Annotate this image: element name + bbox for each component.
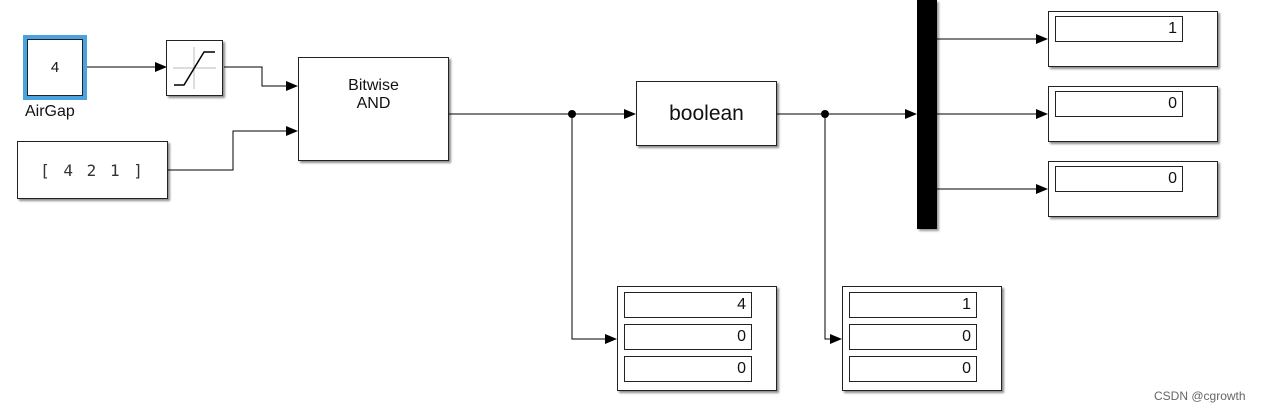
display-2-value: 0: [1055, 91, 1183, 117]
watermark: CSDN @cgrowth: [1154, 389, 1246, 403]
conversion-type-label: boolean: [669, 101, 744, 125]
constant-value: 4: [50, 59, 60, 76]
display-bottom-left-row-1: 4: [624, 292, 752, 318]
display-block-2[interactable]: 0: [1048, 86, 1218, 142]
display-block-bottom-right[interactable]: 1 0 0: [842, 286, 1002, 391]
wire-branch-to-display-bottom-left[interactable]: [571, 114, 617, 344]
constant-block-name: AirGap: [25, 103, 75, 120]
branch-point-2: [821, 110, 829, 118]
display-bottom-left-row-2: 0: [624, 324, 752, 350]
branch-point-1: [568, 110, 576, 118]
demux-block[interactable]: [917, 0, 937, 229]
saturation-icon: [173, 47, 216, 89]
saturation-block[interactable]: [166, 40, 223, 96]
display-block-1[interactable]: 1: [1048, 11, 1218, 67]
constant-block[interactable]: 4: [23, 35, 87, 100]
vector-constant-block[interactable]: [ 4 2 1 ]: [17, 141, 168, 199]
vector-constant-value: [ 4 2 1 ]: [40, 160, 145, 180]
display-block-3[interactable]: 0: [1048, 161, 1218, 217]
wire-branch-to-display-bottom-right[interactable]: [824, 114, 842, 344]
wire-vector-to-bitwise[interactable]: [168, 126, 298, 171]
display-3-value: 0: [1055, 166, 1183, 192]
display-1-value: 1: [1055, 16, 1183, 42]
wire-saturation-to-bitwise[interactable]: [224, 66, 298, 91]
display-bottom-right-row-1: 1: [849, 292, 977, 318]
bitwise-and-block[interactable]: Bitwise AND: [298, 57, 449, 161]
display-bottom-right-row-2: 0: [849, 324, 977, 350]
bitwise-label-line2: AND: [356, 95, 391, 112]
bitwise-label-line1: Bitwise: [348, 77, 399, 94]
display-bottom-right-row-3: 0: [849, 356, 977, 382]
display-block-bottom-left[interactable]: 4 0 0: [617, 286, 777, 391]
data-type-conversion-block[interactable]: boolean: [636, 81, 777, 146]
display-bottom-left-row-3: 0: [624, 356, 752, 382]
